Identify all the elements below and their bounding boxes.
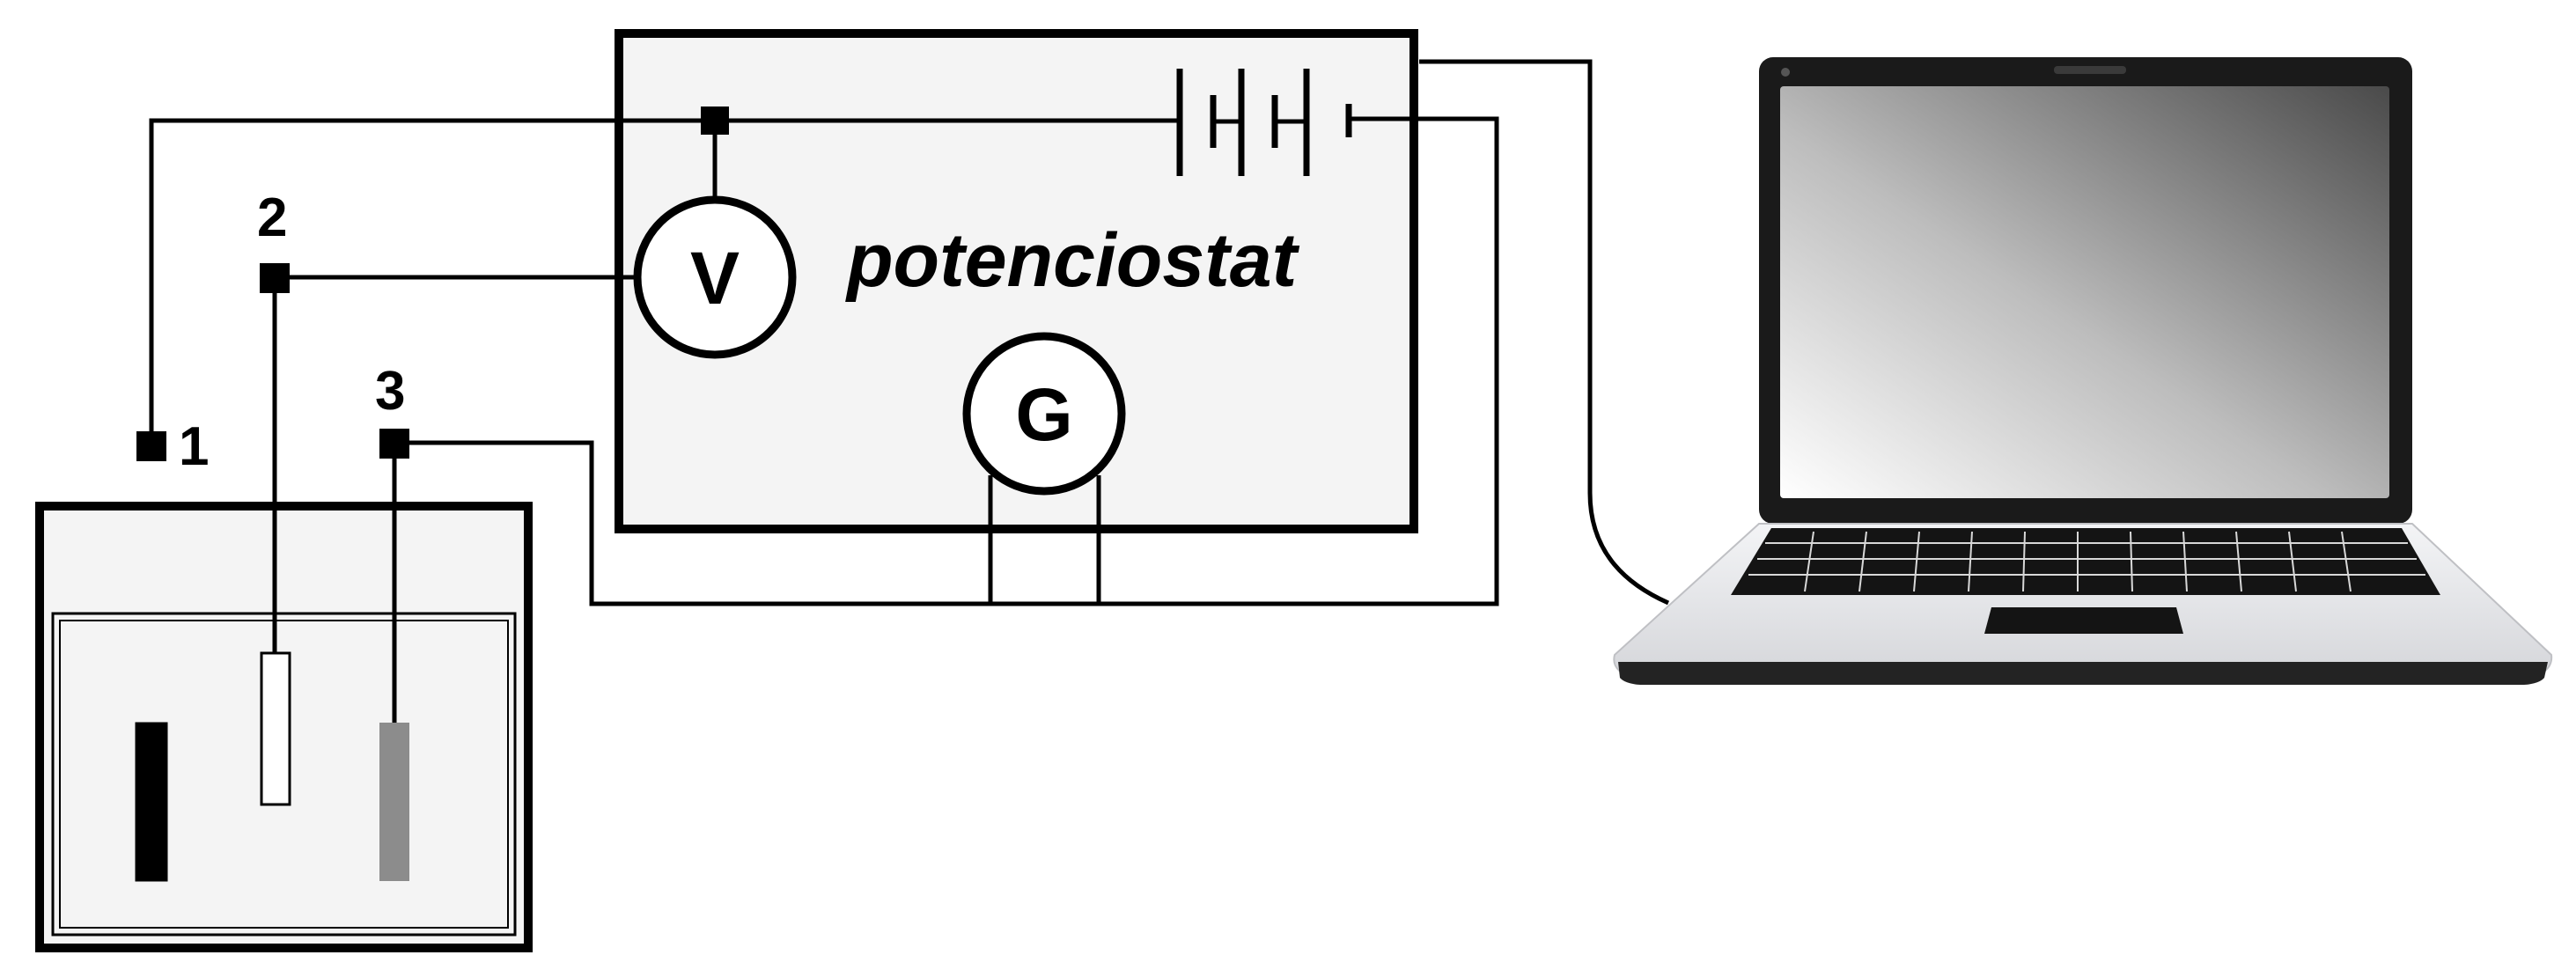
laptop-icon	[1613, 57, 2553, 685]
electrode-label-2: 2	[257, 187, 287, 248]
laptop-touchpad	[1984, 607, 2183, 634]
galvanometer-circle	[962, 332, 1126, 496]
terminal-3	[379, 429, 409, 459]
electrode-label-3: 3	[375, 361, 405, 422]
laptop-light	[1781, 68, 1790, 77]
voltmeter-circle	[633, 195, 797, 359]
electrode-1	[135, 722, 168, 882]
laptop-screen	[1780, 86, 2389, 498]
voltmeter-label: V	[690, 237, 740, 320]
potentiostat-title: potenciostat	[845, 218, 1300, 303]
electrode-3	[379, 723, 409, 881]
wire-electrode-1	[149, 118, 1180, 440]
laptop-keyboard	[1731, 528, 2440, 595]
electrode-label-1: 1	[179, 416, 209, 477]
laptop-base-edge	[1618, 662, 2548, 685]
keyboard-grid	[1748, 531, 2425, 592]
battery-icon	[1176, 69, 1409, 176]
voltmeter: V	[633, 195, 797, 359]
terminal-2	[260, 263, 290, 293]
cell-electrolyte	[51, 612, 517, 937]
galvanometer-label: G	[1015, 373, 1072, 456]
electrode-2	[260, 651, 291, 806]
cable-to-laptop	[1419, 59, 1670, 606]
cell-electrolyte-inner	[59, 620, 509, 929]
junction-node	[701, 107, 729, 135]
galvanometer: G	[962, 332, 1126, 496]
laptop-webcam	[2054, 66, 2126, 74]
terminal-1	[136, 431, 166, 461]
